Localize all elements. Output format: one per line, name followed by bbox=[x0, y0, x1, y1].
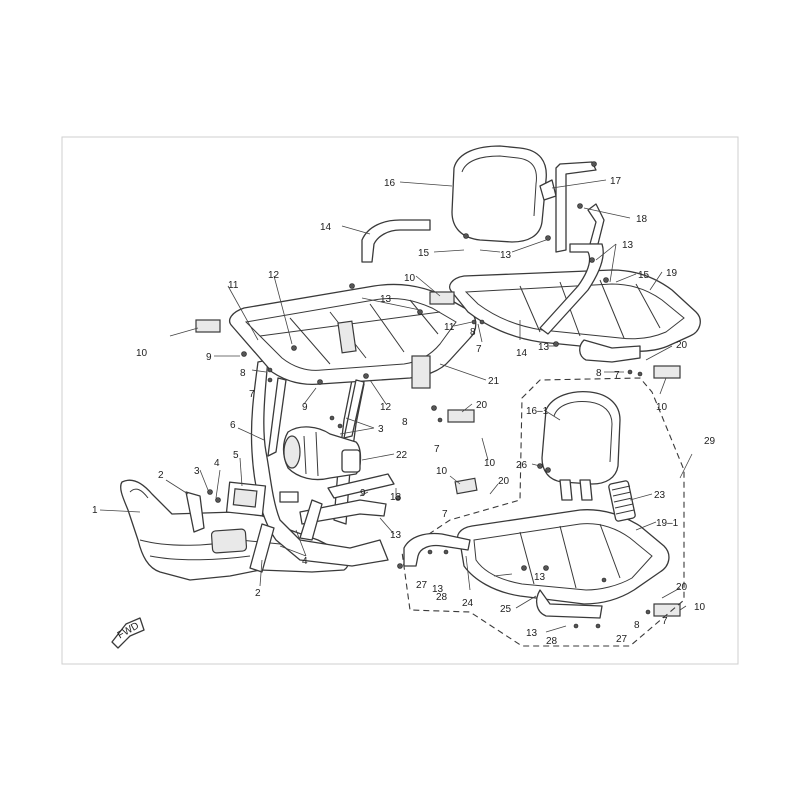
callout-14: 14 bbox=[320, 222, 332, 233]
callout-8: 8 bbox=[634, 620, 640, 631]
callout-10: 10 bbox=[694, 602, 706, 613]
callout-3: 3 bbox=[378, 424, 384, 435]
callout-4: 4 bbox=[214, 458, 220, 469]
callout-20: 20 bbox=[676, 340, 688, 351]
callout-4: 4 bbox=[302, 556, 308, 567]
callout-15: 15 bbox=[418, 248, 430, 259]
callout-13: 13 bbox=[390, 530, 402, 541]
kit-rack bbox=[403, 509, 670, 619]
callout-8: 8 bbox=[240, 368, 246, 379]
callout-25: 25 bbox=[500, 604, 512, 615]
callout-27: 27 bbox=[616, 634, 628, 645]
callout-13: 13 bbox=[432, 584, 444, 595]
callout-9: 9 bbox=[206, 352, 212, 363]
callout-9: 9 bbox=[302, 402, 308, 413]
kit-backrest bbox=[541, 390, 621, 501]
callout-19-1: 19–1 bbox=[656, 518, 679, 529]
callout-28: 28 bbox=[546, 636, 558, 647]
callout-7: 7 bbox=[614, 370, 620, 381]
callout-13: 13 bbox=[380, 294, 392, 305]
forward-arrow-icon: FWD bbox=[111, 617, 145, 649]
callout-24: 24 bbox=[462, 598, 474, 609]
callout-8: 8 bbox=[470, 327, 476, 338]
callout-13: 13 bbox=[526, 628, 538, 639]
callout-13: 13 bbox=[538, 342, 550, 353]
callout-6: 6 bbox=[230, 420, 236, 431]
callout-10: 10 bbox=[404, 273, 416, 284]
front-fender bbox=[120, 479, 349, 581]
callout-12: 12 bbox=[380, 402, 392, 413]
rear-rack bbox=[449, 269, 701, 363]
front-rack bbox=[229, 283, 477, 457]
callout-13: 13 bbox=[500, 250, 512, 261]
leader-lines bbox=[99, 179, 693, 633]
callout-16-1: 16–1 bbox=[526, 406, 549, 417]
callout-10: 10 bbox=[656, 402, 668, 413]
callout-27: 27 bbox=[416, 580, 428, 591]
reflector bbox=[454, 477, 478, 495]
pad bbox=[608, 480, 636, 522]
callout-2: 2 bbox=[158, 470, 164, 481]
callout-20: 20 bbox=[676, 582, 688, 593]
callout-9: 9 bbox=[360, 488, 366, 499]
callout-2: 2 bbox=[255, 588, 261, 599]
callout-11: 11 bbox=[444, 322, 455, 333]
callout-29: 29 bbox=[704, 436, 716, 447]
callout-10: 10 bbox=[436, 466, 448, 477]
callout-10: 10 bbox=[136, 348, 148, 359]
callout-20: 20 bbox=[476, 400, 488, 411]
callout-1: 1 bbox=[92, 505, 98, 516]
reflector bbox=[653, 365, 681, 379]
callout-13: 13 bbox=[390, 492, 402, 503]
callout-17: 17 bbox=[610, 176, 622, 187]
reflector bbox=[429, 291, 455, 305]
callout-13: 13 bbox=[534, 572, 546, 583]
callout-21: 21 bbox=[488, 376, 500, 387]
callout-5: 5 bbox=[233, 450, 239, 461]
callout-14: 14 bbox=[516, 348, 528, 359]
callout-8: 8 bbox=[596, 368, 602, 379]
winch bbox=[282, 426, 362, 481]
callout-11: 11 bbox=[228, 280, 239, 291]
callout-7: 7 bbox=[434, 444, 440, 455]
front-brackets bbox=[185, 481, 299, 573]
callout-12: 12 bbox=[268, 270, 280, 281]
callout-8: 8 bbox=[402, 417, 408, 428]
callout-15: 15 bbox=[638, 270, 650, 281]
callout-labels: 1 2 2 3 3 4 4 5 6 7 7 7 7 7 7 8 8 8 8 8 … bbox=[92, 176, 716, 647]
callout-28: 28 bbox=[436, 592, 448, 603]
callout-23: 23 bbox=[654, 490, 666, 501]
callout-22: 22 bbox=[396, 450, 408, 461]
callout-16: 16 bbox=[384, 178, 396, 189]
callout-13: 13 bbox=[622, 240, 634, 251]
callout-7: 7 bbox=[476, 344, 482, 355]
callout-26: 26 bbox=[516, 460, 528, 471]
reflector bbox=[447, 409, 475, 423]
callout-20: 20 bbox=[498, 476, 510, 487]
callout-19: 19 bbox=[666, 268, 678, 279]
kit-outline bbox=[401, 377, 685, 647]
callout-7: 7 bbox=[249, 389, 255, 400]
fasteners bbox=[207, 161, 651, 629]
callout-7: 7 bbox=[662, 616, 668, 627]
callout-7: 7 bbox=[442, 509, 448, 520]
callout-18: 18 bbox=[636, 214, 648, 225]
callout-10: 10 bbox=[484, 458, 496, 469]
grab-bar bbox=[361, 219, 431, 263]
reflector bbox=[195, 319, 221, 333]
callout-3: 3 bbox=[194, 466, 200, 477]
diagram-frame bbox=[61, 136, 739, 665]
